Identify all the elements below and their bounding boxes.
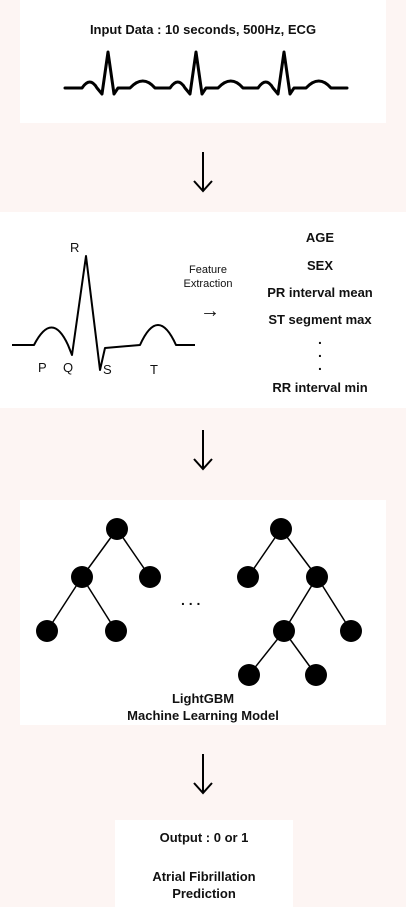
input-panel	[20, 0, 386, 123]
wave-label-r: R	[70, 240, 80, 255]
wave-label-t: T	[150, 362, 158, 377]
wave-label-q: Q	[63, 360, 74, 375]
wave-label-p: P	[38, 360, 47, 375]
tree-ellipsis: . . .	[181, 592, 201, 608]
ecg-beat-diagram	[12, 255, 195, 371]
feature-item-1: AGE	[305, 230, 335, 245]
output-label-2: Prediction	[172, 886, 236, 901]
decision-tree-right	[237, 518, 362, 686]
feature-extraction-label-2: Extraction	[183, 278, 233, 290]
down-arrow-icon	[193, 430, 213, 471]
output-panel	[115, 820, 293, 907]
feature-item-2: SEX	[306, 258, 333, 273]
right-arrow-icon: →	[200, 300, 220, 322]
model-panel	[20, 500, 386, 725]
ellipsis-dot-2: .	[318, 344, 322, 360]
model-label-2: Machine Learning Model	[127, 708, 279, 723]
ellipsis-dot-1: .	[318, 331, 322, 347]
ellipsis-dot-3: .	[318, 357, 322, 373]
output-label-1: Atrial Fibrillation	[152, 869, 256, 884]
feature-panel	[0, 212, 406, 408]
feature-item-3: PR interval mean	[267, 285, 373, 300]
feature-item-4: ST segment max	[268, 312, 372, 327]
wave-label-s: S	[103, 362, 112, 377]
down-arrow-icon	[193, 754, 213, 795]
feature-item-last: RR interval min	[272, 380, 368, 395]
down-arrow-icon	[193, 152, 213, 193]
input-title: Input Data : 10 seconds, 500Hz, ECG	[89, 22, 317, 37]
feature-extraction-label-1: Feature	[189, 264, 227, 276]
ecg-signal	[63, 50, 349, 96]
model-label-1: LightGBM	[171, 691, 235, 706]
decision-tree-left	[36, 518, 161, 642]
output-title: Output : 0 or 1	[159, 830, 249, 845]
